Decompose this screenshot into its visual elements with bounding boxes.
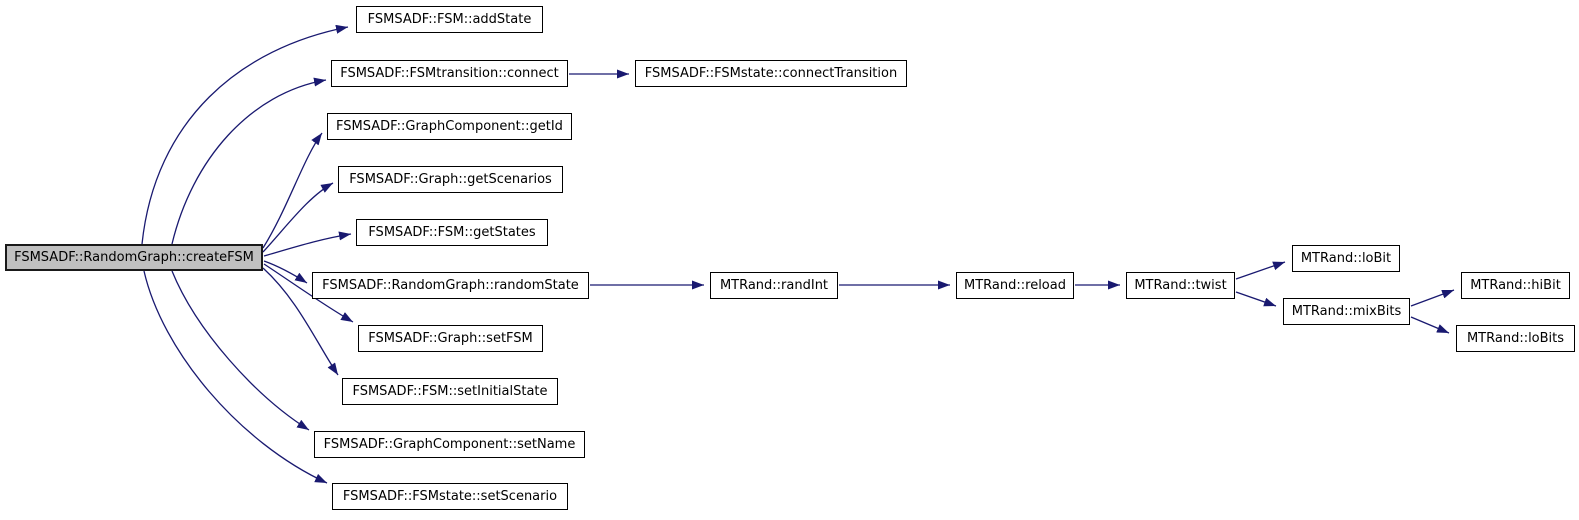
node-reload[interactable]: MTRand::reload: [956, 272, 1074, 299]
node-setinitialstate[interactable]: FSMSADF::FSM::setInitialState: [342, 378, 558, 405]
node-randomstate[interactable]: FSMSADF::RandomGraph::randomState: [312, 272, 589, 299]
edge-twist-mixBits: [1235, 291, 1277, 307]
node-hibit[interactable]: MTRand::hiBit: [1461, 272, 1570, 299]
node-addstate[interactable]: FSMSADF::FSM::addState: [356, 6, 543, 33]
node-lobits[interactable]: MTRand::loBits: [1456, 325, 1575, 352]
edge-createFSM-connect: [171, 77, 327, 245]
node-createfsm: FSMSADF::RandomGraph::createFSM: [5, 244, 263, 271]
node-randint[interactable]: MTRand::randInt: [710, 272, 838, 299]
node-setname[interactable]: FSMSADF::GraphComponent::setName: [314, 431, 585, 458]
edge-twist-loBit: [1235, 261, 1286, 280]
edge-mixBits-loBits: [1410, 316, 1450, 334]
node-lobit[interactable]: MTRand::loBit: [1292, 245, 1400, 272]
edge-createFSM-randomState: [263, 260, 308, 284]
node-setscenario[interactable]: FSMSADF::FSMstate::setScenario: [332, 483, 568, 510]
edge-createFSM-addState: [141, 24, 349, 245]
node-twist[interactable]: MTRand::twist: [1126, 272, 1235, 299]
node-getstates[interactable]: FSMSADF::FSM::getStates: [356, 219, 548, 246]
edge-createFSM-setScenario: [143, 270, 328, 484]
node-connecttransition[interactable]: FSMSADF::FSMstate::connectTransition: [635, 60, 907, 87]
node-connect[interactable]: FSMSADF::FSMtransition::connect: [331, 60, 568, 87]
edge-createFSM-getStates: [263, 231, 352, 257]
node-setfsm[interactable]: FSMSADF::Graph::setFSM: [358, 325, 543, 352]
node-mixbits[interactable]: MTRand::mixBits: [1283, 298, 1410, 325]
edge-createFSM-getId: [262, 132, 323, 249]
edge-createFSM-setName: [171, 270, 310, 431]
edge-mixBits-hiBit: [1410, 289, 1455, 307]
edge-createFSM-getScenarios: [262, 182, 334, 253]
node-getid[interactable]: FSMSADF::GraphComponent::getId: [327, 113, 572, 140]
node-getscenarios[interactable]: FSMSADF::Graph::getScenarios: [338, 166, 563, 193]
